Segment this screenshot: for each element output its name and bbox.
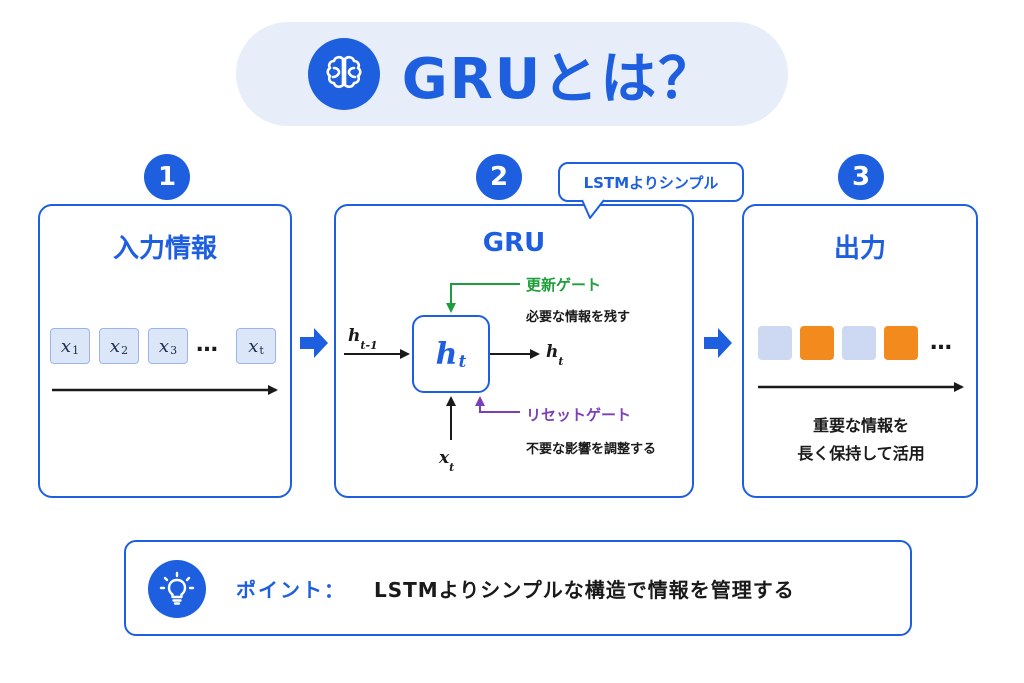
output-square bbox=[800, 326, 834, 360]
brain-icon bbox=[307, 38, 380, 110]
input-panel-title: 入力情報 bbox=[112, 234, 217, 264]
output-desc-line2: 長く保持して活用 bbox=[797, 444, 925, 463]
point-label: ポイント： bbox=[236, 578, 346, 602]
step-badge-1: 1 bbox=[144, 154, 190, 200]
flow-arrow-2 bbox=[704, 328, 732, 358]
reset-gate-desc: 不要な影響を調整する bbox=[526, 442, 657, 457]
bubble-tail bbox=[581, 199, 605, 219]
reset-gate-label: リセットゲート bbox=[526, 406, 632, 424]
output-square bbox=[884, 326, 918, 360]
input-ellipsis: … bbox=[196, 332, 220, 357]
gru-panel-title: GRU bbox=[482, 228, 546, 258]
next-hidden-state: ht bbox=[546, 342, 564, 369]
page-title: GRUとは？ bbox=[401, 46, 717, 112]
output-square bbox=[842, 326, 876, 360]
lightbulb-icon bbox=[148, 560, 206, 618]
prev-hidden-state: ht-1 bbox=[348, 326, 378, 353]
flow-arrow-1 bbox=[300, 328, 328, 358]
point-text: LSTMよりシンプルな構造で情報を管理する bbox=[374, 578, 795, 602]
output-square bbox=[758, 326, 792, 360]
update-gate-desc: 必要な情報を残す bbox=[526, 310, 631, 325]
reset-gate-connector bbox=[475, 396, 520, 413]
output-ellipsis: … bbox=[930, 330, 954, 355]
output-panel-title: 出力 bbox=[833, 234, 886, 264]
point-box bbox=[124, 540, 912, 636]
speech-bubble: LSTMよりシンプル bbox=[558, 162, 744, 202]
gru-panel: GRU bbox=[334, 204, 694, 498]
step-badge-2: 2 bbox=[476, 154, 522, 200]
input-x-t: xt bbox=[439, 448, 455, 475]
update-gate-label: 更新ゲート bbox=[526, 276, 602, 294]
step-badge-3: 3 bbox=[838, 154, 884, 200]
update-gate-connector bbox=[446, 283, 520, 313]
title-banner: GRUとは？ bbox=[236, 22, 788, 126]
output-desc-line1: 重要な情報を bbox=[812, 416, 909, 435]
